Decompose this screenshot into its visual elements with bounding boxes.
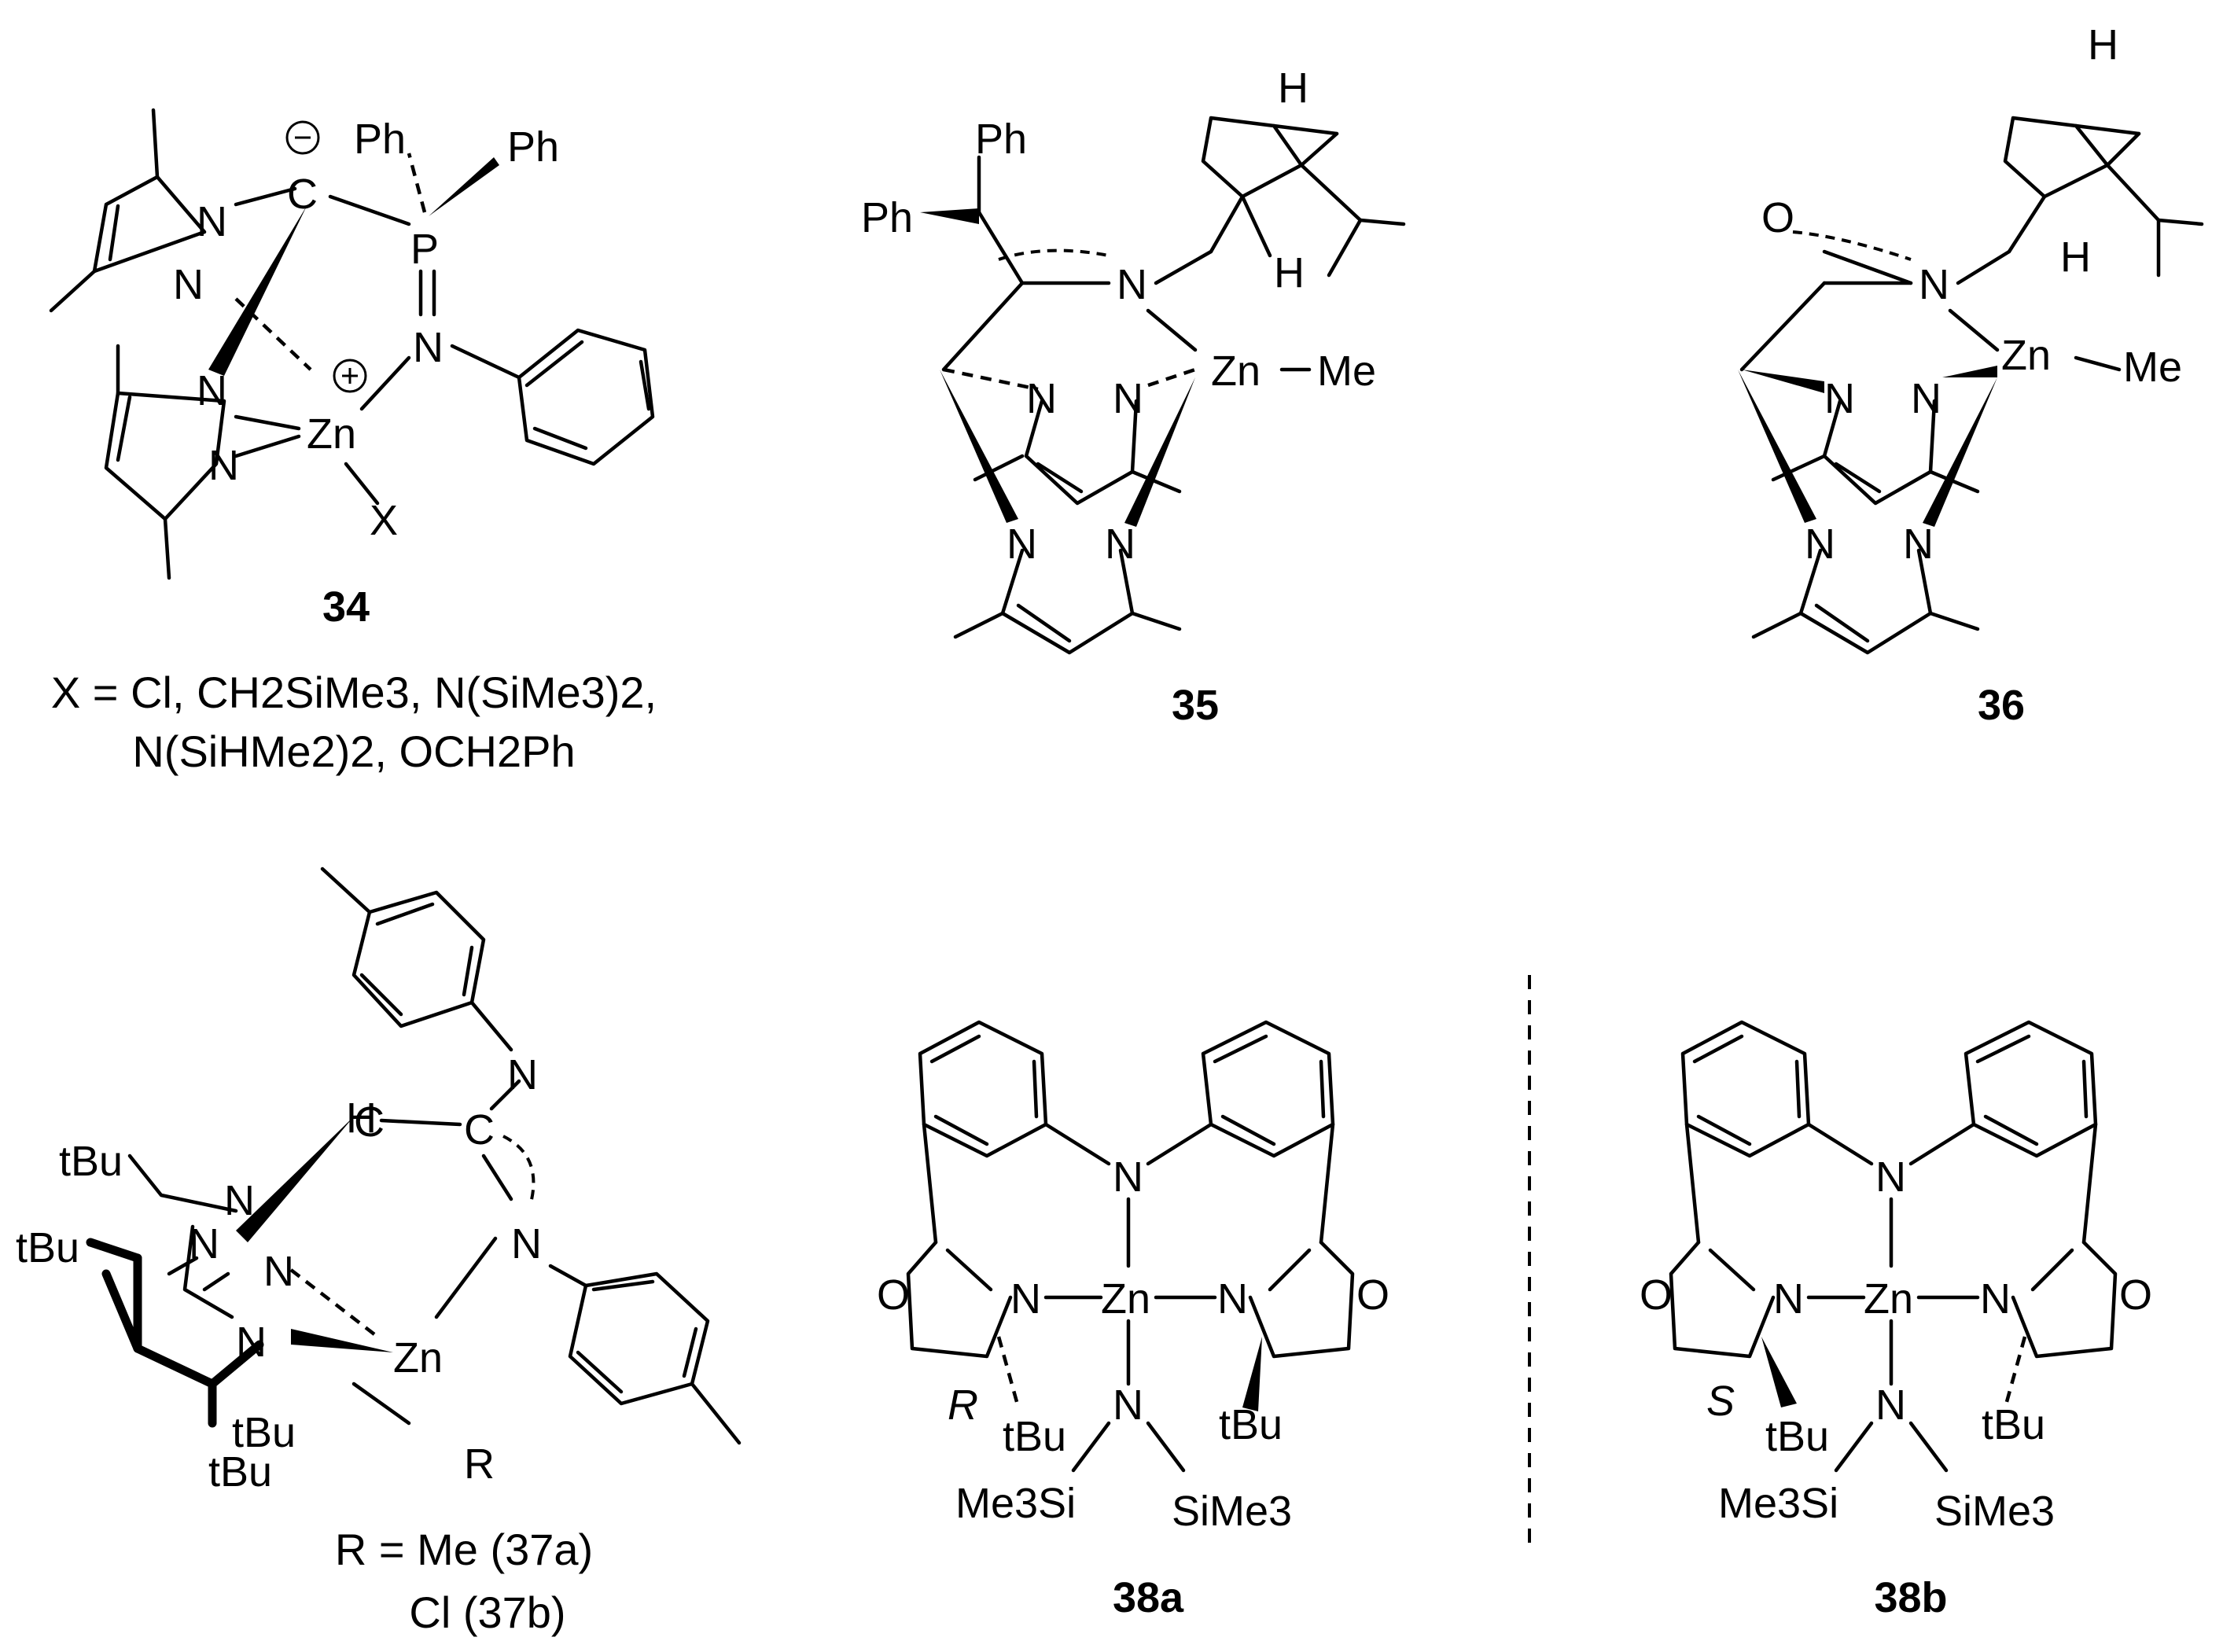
- atom-N: N: [1117, 261, 1147, 308]
- atom-N: N: [224, 1177, 255, 1224]
- tbu-group: tBu: [1765, 1413, 1829, 1460]
- compound-36: H H O N N N N N Zn Me 36: [1738, 21, 2204, 729]
- compound-label-34: 34: [322, 583, 370, 631]
- plus-charge-icon: [333, 359, 367, 393]
- atom-Ph: Ph: [354, 116, 406, 163]
- stereo-descriptor-S: S: [1706, 1378, 1735, 1425]
- atom-N: N: [413, 324, 443, 371]
- atom-N: N: [173, 261, 204, 308]
- compound-38a: N O N Zn N O N R tBu tBu Me3Si SiMe3 38a: [877, 1020, 1389, 1621]
- compound-34: N N N N C Ph Ph P N Zn X 34 X = Cl, CH2S…: [49, 108, 657, 776]
- caption-34-line2: N(SiHMe2)2, OCH2Ph: [132, 727, 575, 776]
- minus-charge-icon: [285, 120, 320, 155]
- atom-N: N: [1113, 1153, 1143, 1201]
- atom-H: H: [346, 1095, 377, 1142]
- atom-Me: Me: [2123, 344, 2182, 391]
- atom-O: O: [1356, 1271, 1389, 1319]
- atom-H: H: [1278, 64, 1308, 112]
- tbu-group: tBu: [1219, 1401, 1283, 1448]
- atom-N: N: [1919, 261, 1949, 308]
- atom-N: N: [1007, 521, 1037, 568]
- atom-O: O: [1640, 1271, 1673, 1319]
- atom-N: N: [1824, 375, 1855, 422]
- atom-C: C: [287, 171, 318, 218]
- atom-N: N: [1911, 375, 1941, 422]
- atom-O: O: [2119, 1271, 2152, 1319]
- atom-O: O: [877, 1271, 910, 1319]
- compound-35: H H Ph Ph N N N N N Zn Me 35: [861, 64, 1406, 729]
- caption-37-line1: R = Me (37a): [335, 1525, 593, 1574]
- sime3-group: SiMe3: [1934, 1488, 2055, 1535]
- compound-label-38b: 38b: [1874, 1574, 1947, 1621]
- me3si-group: Me3Si: [955, 1480, 1076, 1527]
- tbu-group: tBu: [232, 1409, 296, 1456]
- atom-Ph: Ph: [861, 194, 913, 241]
- atom-O: O: [1761, 194, 1794, 241]
- atom-N: N: [1026, 375, 1057, 422]
- atom-Ph: Ph: [507, 123, 559, 171]
- atom-N: N: [507, 1051, 538, 1098]
- compound-37: H C C N N N N N N Zn R tBu tBu tBu tBu R…: [16, 866, 742, 1637]
- atom-H: H: [2088, 21, 2118, 68]
- atom-X: X: [370, 497, 398, 544]
- atom-N: N: [1113, 1382, 1143, 1429]
- atom-Zn: Zn: [1864, 1275, 1913, 1323]
- atom-N: N: [1217, 1275, 1248, 1323]
- atom-N: N: [1875, 1382, 1906, 1429]
- tbu-group: tBu: [208, 1448, 272, 1496]
- compound-label-36: 36: [1978, 682, 2025, 729]
- atom-N: N: [197, 198, 227, 245]
- compound-label-35: 35: [1172, 682, 1219, 729]
- atom-N: N: [1805, 521, 1835, 568]
- stereo-descriptor-R: R: [948, 1382, 978, 1429]
- atom-N: N: [1105, 521, 1135, 568]
- atom-Zn: Zn: [2001, 332, 2051, 379]
- atom-Ph: Ph: [975, 116, 1027, 163]
- atom-N: N: [189, 1220, 219, 1268]
- compound-38b: N O N Zn N O N S tBu tBu Me3Si SiMe3 38b: [1640, 1020, 2152, 1621]
- atom-N: N: [511, 1220, 542, 1268]
- me3si-group: Me3Si: [1718, 1480, 1838, 1527]
- atom-H: H: [2060, 234, 2091, 281]
- atom-Zn: Zn: [1211, 348, 1261, 395]
- atom-C: C: [464, 1106, 495, 1153]
- atom-Me: Me: [1317, 348, 1376, 395]
- tbu-group: tBu: [1982, 1401, 2045, 1448]
- tbu-group: tBu: [59, 1138, 123, 1185]
- atom-N: N: [1875, 1153, 1906, 1201]
- atom-N: N: [236, 1319, 267, 1366]
- atom-Zn: Zn: [307, 410, 356, 458]
- atom-N: N: [1903, 521, 1934, 568]
- tbu-group: tBu: [16, 1224, 79, 1271]
- atom-N: N: [208, 442, 239, 489]
- atom-H: H: [1274, 249, 1305, 296]
- atom-N: N: [1773, 1275, 1804, 1323]
- tbu-group: tBu: [1003, 1413, 1066, 1460]
- sime3-group: SiMe3: [1172, 1488, 1292, 1535]
- atom-C: C: [354, 1098, 385, 1146]
- caption-34-line1: X = Cl, CH2SiMe3, N(SiMe3)2,: [51, 668, 657, 717]
- atom-Zn: Zn: [393, 1334, 443, 1382]
- compound-label-38a: 38a: [1113, 1574, 1184, 1621]
- caption-37-line2: Cl (37b): [409, 1588, 565, 1637]
- atom-N: N: [263, 1248, 294, 1295]
- atom-Zn: Zn: [1101, 1275, 1150, 1323]
- atom-P: P: [410, 226, 439, 273]
- atom-N: N: [1980, 1275, 2011, 1323]
- atom-N: N: [1010, 1275, 1041, 1323]
- atom-R: R: [464, 1440, 495, 1488]
- atom-N: N: [197, 367, 227, 414]
- atom-N: N: [1113, 375, 1143, 422]
